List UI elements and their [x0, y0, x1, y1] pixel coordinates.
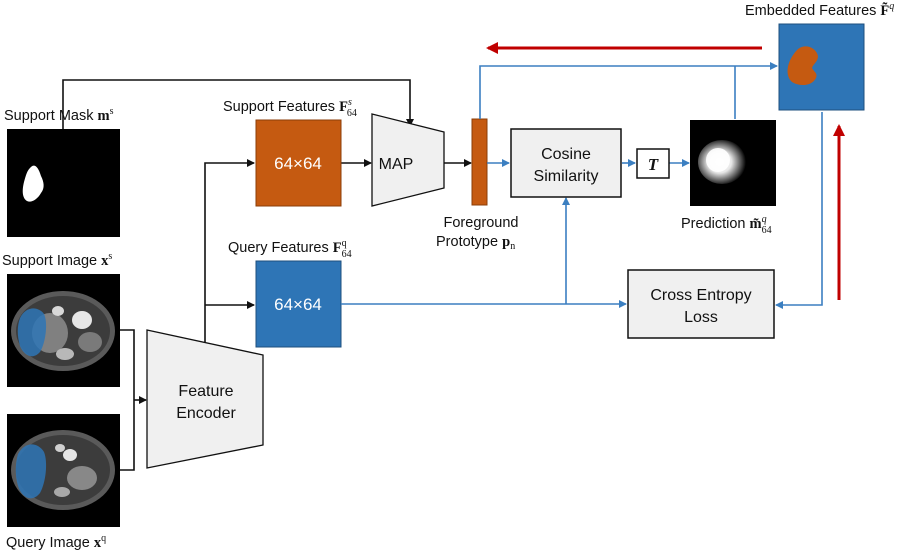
svg-text:Loss: Loss: [684, 309, 718, 326]
cosine-similarity-box: Cosine Similarity: [510, 128, 622, 198]
prediction-map-image: [690, 120, 776, 206]
svg-text:64×64: 64×64: [274, 154, 322, 173]
svg-text:MAP: MAP: [379, 156, 414, 173]
map-pooling-block: MAP: [371, 113, 445, 207]
svg-text:Encoder: Encoder: [176, 405, 236, 422]
threshold-box: T: [636, 148, 670, 179]
foreground-prototype-bar: [471, 118, 488, 206]
svg-text:Similarity: Similarity: [534, 168, 599, 185]
support-mask-label: Support Mask ms: [4, 106, 114, 124]
svg-text:64×64: 64×64: [274, 295, 322, 314]
support-image-scan: [7, 274, 120, 387]
red-gradient-arrows: [486, 42, 845, 300]
support-features-box: 64×64: [255, 119, 342, 207]
blue-connectors: [341, 62, 823, 309]
black-connectors: [62, 79, 472, 471]
foreground-prototype-label-line2: Prototype pn: [436, 234, 515, 252]
query-image-scan: [7, 414, 120, 527]
query-image-label: Query Image xq: [6, 533, 106, 551]
svg-text:Cross Entropy: Cross Entropy: [650, 287, 751, 304]
feature-encoder: Feature Encoder: [146, 329, 264, 469]
query-features-box: 64×64: [255, 260, 342, 348]
svg-text:Feature: Feature: [178, 383, 233, 400]
embedded-features-box: [778, 23, 865, 111]
support-image-label: Support Image xs: [2, 251, 112, 269]
cross-entropy-loss-box: Cross Entropy Loss: [627, 269, 775, 339]
embedded-features-label: Embedded Features F̃q: [745, 1, 894, 19]
foreground-prototype-label-line1: Foreground: [444, 215, 519, 231]
svg-text:Cosine: Cosine: [541, 146, 591, 163]
svg-text:T: T: [648, 155, 659, 174]
support-mask-image: [7, 129, 120, 237]
